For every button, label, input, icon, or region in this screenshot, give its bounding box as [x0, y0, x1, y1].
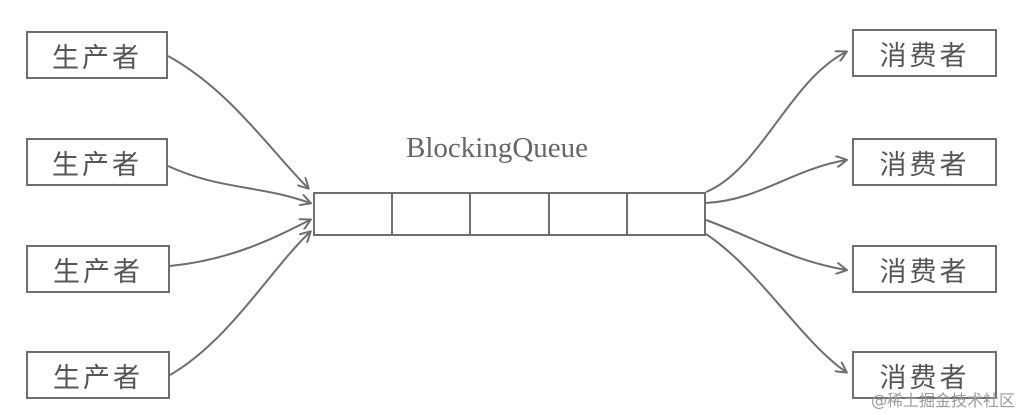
consumer-box-2: 消费者 — [852, 138, 997, 186]
consumer-arrow-2 — [705, 160, 846, 204]
queue-slot — [550, 194, 628, 234]
producer-label: 生产者 — [52, 149, 142, 181]
consumer-arrow-1 — [705, 52, 846, 193]
producer-arrow-2 — [167, 165, 310, 203]
blocking-queue — [313, 192, 706, 236]
producer-arrow-1 — [167, 55, 308, 188]
consumer-box-4: 消费者 — [852, 351, 997, 399]
producer-arrow-3 — [169, 220, 310, 267]
producer-box-1: 生产者 — [26, 31, 168, 79]
queue-slot — [471, 194, 550, 234]
producer-label: 生产者 — [52, 42, 142, 74]
producer-box-3: 生产者 — [26, 245, 170, 293]
consumer-label: 消费者 — [879, 362, 970, 394]
producer-label: 生产者 — [53, 362, 143, 394]
consumer-label: 消费者 — [879, 40, 970, 72]
consumer-label: 消费者 — [879, 149, 970, 181]
consumer-arrow-3 — [705, 219, 846, 270]
consumer-box-1: 消费者 — [852, 29, 997, 77]
queue-slot — [315, 194, 394, 234]
queue-slot — [628, 194, 704, 234]
consumer-box-3: 消费者 — [852, 245, 997, 293]
producer-box-4: 生产者 — [26, 351, 170, 399]
queue-slot — [393, 194, 472, 234]
queue-title: BlockingQueue — [406, 132, 589, 164]
producer-box-2: 生产者 — [26, 138, 168, 186]
producer-arrow-4 — [169, 232, 310, 376]
consumer-arrow-4 — [705, 233, 846, 372]
producer-label: 生产者 — [53, 256, 143, 288]
consumer-label: 消费者 — [879, 256, 970, 288]
watermark: @稀土掘金技术社区 — [870, 391, 1015, 410]
